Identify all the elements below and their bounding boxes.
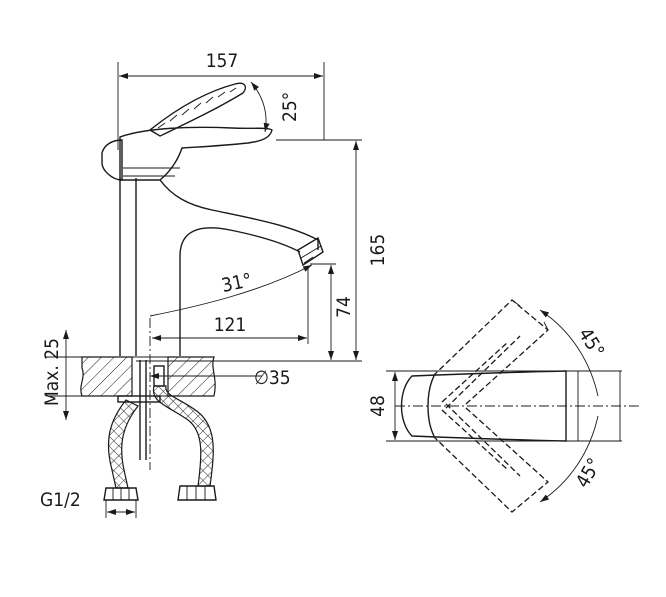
right-flexible-hose [152, 385, 214, 487]
countertop-right-section [167, 356, 216, 397]
top-view: 48 45° 45° [367, 299, 640, 513]
dimension-hole-diameter: ∅35 [254, 367, 291, 389]
dimension-rotation-top: 45° [574, 324, 609, 361]
left-hose-nut [103, 487, 139, 501]
dimension-spout-angle: 31° [220, 269, 254, 297]
spout-angle-arc [149, 264, 313, 317]
dimension-lever-width: 48 [367, 395, 389, 417]
left-flexible-hose [107, 399, 139, 489]
dimension-spout-reach: 121 [214, 314, 247, 336]
top-view-lever [400, 370, 567, 442]
right-hose-nut [177, 485, 217, 501]
lever-rotated-up [432, 299, 549, 405]
dimension-spout-height: 74 [333, 296, 355, 318]
rotation-arc-bottom [539, 415, 599, 503]
dimension-height: 165 [367, 234, 389, 267]
lever-rotated-down [432, 407, 549, 513]
dimension-thread: G1/2 [40, 489, 81, 511]
side-view: 157 25° 165 31° 74 121 [40, 50, 389, 518]
lever-cap [101, 139, 123, 181]
dimension-total-length: 157 [206, 50, 239, 72]
faucet-body [119, 178, 319, 356]
dimension-max-deck: Max. 25 [41, 338, 63, 406]
lever-raised-outline [148, 82, 247, 137]
mounting-washer [117, 395, 161, 403]
dimension-rotation-bottom: 45° [572, 454, 606, 491]
dimension-lever-angle: 25° [279, 92, 301, 122]
countertop-left-section [80, 356, 133, 397]
spout-aerator [297, 236, 324, 267]
lever-angle-arc [250, 81, 270, 133]
rotation-arc-top [539, 309, 599, 397]
lever-handle [119, 126, 273, 181]
